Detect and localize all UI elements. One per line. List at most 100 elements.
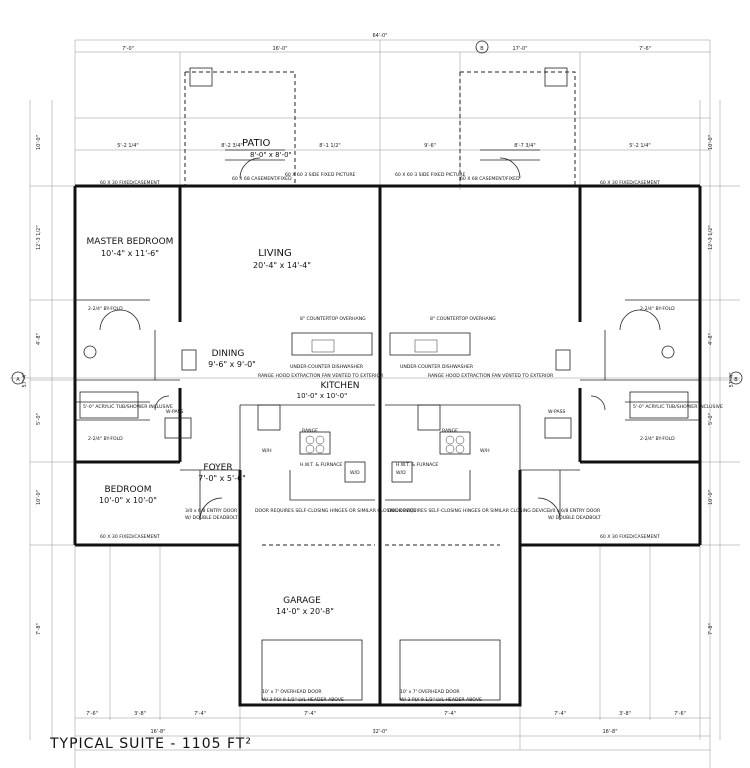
top-dim-3: 17'-0" [512, 46, 527, 52]
living-name: LIVING [258, 248, 292, 259]
casement-bottom-right: 60 X 30 FIXED/CASEMENT [600, 534, 660, 540]
top-dim-2: 16'-0" [272, 46, 287, 52]
door-req-note-left: DOOR REQUIRES SELF-CLOSING HINGES OR SIM… [255, 508, 416, 514]
range-right: RANGE [442, 428, 458, 434]
right-dim-2: 12'-3 1/2" [708, 225, 714, 250]
lvl-header-left: W/ 3 PLY 9 1/2" LVL HEADER ABOVE [262, 697, 344, 703]
patio-door-left: 60 X 68 CASEMENT/FIXED [232, 176, 292, 182]
dishwasher-note-left: UNDER-COUNTER DISHWASHER [290, 364, 364, 370]
sub-dim-3: 8'-1 1/2" [319, 143, 340, 149]
picture-window-left: 60 X 60 3 SIDE FIXED PICTURE [285, 172, 356, 178]
entry-door-right: 3/0 x 6/8 ENTRY DOOR [548, 508, 601, 514]
wd-left: W/D [350, 470, 360, 476]
bifold-right-lower: 2-2/4" BY-FOLD [640, 436, 675, 442]
range-hood-note-left: RANGE HOOD EXTRACTION FAN VENTED TO EXTE… [258, 373, 384, 379]
casement-top-right: 60 X 30 FIXED/CASEMENT [600, 180, 660, 186]
grid-marker-left-label: A [16, 377, 20, 383]
right-dim-5: 10'-0" [708, 490, 714, 505]
dining-name: DINING [212, 349, 245, 359]
lvl-header-right: W/ 3 PLY 9 1/2" LVL HEADER ABOVE [400, 697, 482, 703]
overall-depth-left: 57'-4" [22, 372, 28, 387]
hvac-right: H.W.T. & FURNACE [396, 462, 438, 468]
plan-notes: 8" COUNTERTOP OVERHANG 8" COUNTERTOP OVE… [83, 172, 723, 703]
door-req-note-right: DOOR REQUIRES SELF-CLOSING HINGES OR SIM… [388, 508, 549, 514]
wh-left: W/H [262, 448, 272, 454]
deadbolt-right: W/ DOUBLE DEADBOLT [548, 515, 601, 521]
right-dim-4: 5'-0" [708, 413, 714, 425]
wpass-right: W-PASS [548, 409, 566, 415]
grid-marker-left [11, 371, 25, 385]
sub-dim-5: 8'-7 3/4" [514, 143, 535, 149]
overall-depth-right: 57'-4" [729, 372, 735, 387]
bottom-dim-6: 7'-4" [554, 711, 566, 717]
garage-doors [261, 544, 501, 701]
sub-dim-2: 8'-2 3/4" [221, 143, 242, 149]
casement-top-left: 60 X 30 FIXED/CASEMENT [100, 180, 160, 186]
patio-outlines [184, 67, 576, 186]
left-dim-6: 7'-8" [36, 623, 42, 635]
tub-right: 5'-0" ACRYLIC TUB/SHOWER INCLUSIVE [633, 404, 723, 410]
left-dim-3: 4'-8" [36, 333, 42, 345]
hvac-left: H.W.T. & FURNACE [300, 462, 342, 468]
wd-right: W/D [396, 470, 406, 476]
countertop-note-left: 8" COUNTERTOP OVERHANG [300, 316, 366, 322]
bottom2-dim-3: 16'-8" [602, 729, 617, 735]
tub-left: 5'-0" ACRYLIC TUB/SHOWER INCLUSIVE [83, 404, 173, 410]
garage-name: GARAGE [283, 596, 321, 606]
picture-window-right: 60 X 60 3 SIDE FIXED PICTURE [395, 172, 466, 178]
wh-right: W/H [480, 448, 490, 454]
overall-width: 64'-0" [372, 33, 387, 39]
grid-marker-right [729, 371, 743, 385]
range-left: RANGE [302, 428, 318, 434]
door-swings [154, 157, 606, 521]
left-dim-5: 10'-0" [36, 490, 42, 505]
plan-title: TYPICAL SUITE - 1105 FT² [49, 736, 252, 752]
right-dim-1: 10'-0" [708, 135, 714, 150]
sub-dim-1: 5'-2 1/4" [117, 143, 138, 149]
bottom2-dim-1: 16'-8" [150, 729, 165, 735]
grid-marker-right-label: B [734, 377, 738, 383]
casement-bottom-left: 60 X 30 FIXED/CASEMENT [100, 534, 160, 540]
top-dim-4: 7'-6" [639, 46, 651, 52]
kitchen-name: KITCHEN [321, 381, 360, 391]
top-dim-1: 7'-0" [122, 46, 134, 52]
master-bedroom-name: MASTER BEDROOM [87, 237, 174, 247]
bedroom-name: BEDROOM [105, 485, 152, 495]
dimension-grid [10, 39, 740, 768]
bottom-dim-1: 7'-6" [86, 711, 98, 717]
bath-fixtures [79, 345, 689, 439]
garage-size: 14'-0" x 20'-8" [276, 607, 334, 616]
bedroom-size: 10'-0" x 10'-0" [99, 496, 157, 505]
bifold-right-upper: 2-2/4" BY-FOLD [640, 306, 675, 312]
bottom-dim-4: 7'-4" [304, 711, 316, 717]
right-dim-6: 7'-8" [708, 623, 714, 635]
living-size: 20'-4" x 14'-4" [253, 261, 311, 270]
overhead-door-right: 10' x 7' OVERHEAD DOOR [400, 689, 460, 695]
wpass-left: W-PASS [166, 409, 184, 415]
overhead-door-left: 10' x 7' OVERHEAD DOOR [262, 689, 322, 695]
kitchen-size: 10'-0" x 10'-0" [297, 392, 348, 400]
bottom2-dim-2: 32'-0" [372, 729, 387, 735]
right-dim-3: 4'-8" [708, 333, 714, 345]
patio-name: PATIO [242, 138, 271, 149]
kitchen-fixtures [257, 332, 471, 483]
countertop-note-right: 8" COUNTERTOP OVERHANG [430, 316, 496, 322]
grid-marker-top [475, 40, 489, 54]
left-dim-4: 5'-0" [36, 413, 42, 425]
foyer-size: 7'-0" x 5'-6" [198, 474, 246, 483]
entry-door-left: 3/0 x 6/8 ENTRY DOOR [185, 508, 238, 514]
bottom-dim-3: 7'-4" [194, 711, 206, 717]
walls [73, 184, 702, 707]
bottom-dim-8: 7'-6" [674, 711, 686, 717]
sub-dim-4: 9'-6" [424, 143, 436, 149]
left-dim-1: 10'-0" [36, 135, 42, 150]
grid-marker-top-label: B [480, 46, 484, 52]
bifold-left-upper: 2-2/4" BY-FOLD [88, 306, 123, 312]
sub-dim-6: 5'-2 1/4" [629, 143, 650, 149]
master-bedroom-size: 10'-4" x 11'-6" [101, 249, 159, 258]
range-hood-note-right: RANGE HOOD EXTRACTION FAN VENTED TO EXTE… [428, 373, 554, 379]
dishwasher-note-right: UNDER-COUNTER DISHWASHER [400, 364, 474, 370]
deadbolt-left: W/ DOUBLE DEADBOLT [185, 515, 238, 521]
bifold-left-lower: 2-2/4" BY-FOLD [88, 436, 123, 442]
